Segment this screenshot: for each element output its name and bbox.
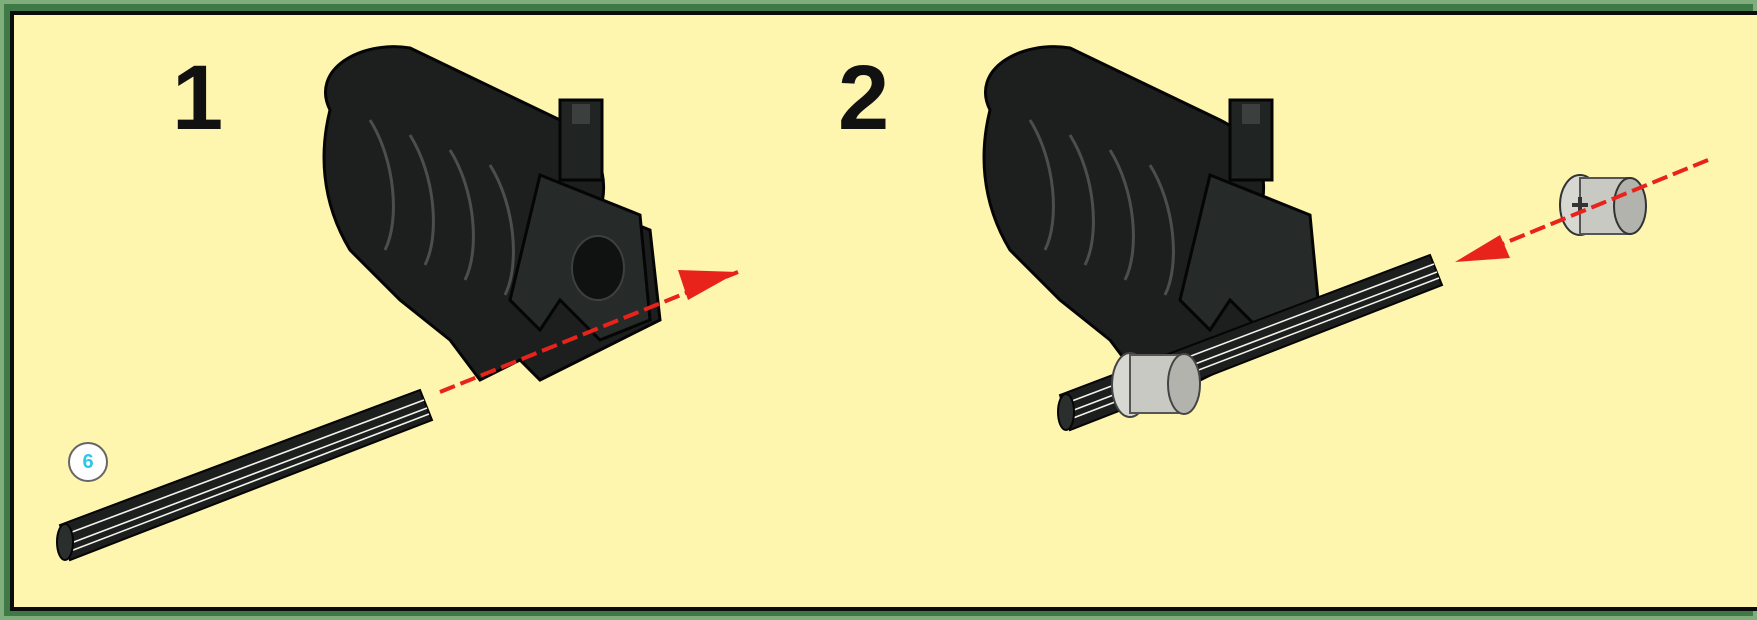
step1-axle <box>57 390 432 560</box>
step2-arrowhead <box>1455 235 1510 262</box>
step2-bush-installed <box>1112 353 1200 417</box>
step1-number: 1 <box>172 52 223 144</box>
step1-arrowhead <box>678 270 738 300</box>
step2-number: 2 <box>838 52 889 144</box>
step1-motor <box>324 47 660 380</box>
axle-length-callout: 6 <box>68 442 108 482</box>
